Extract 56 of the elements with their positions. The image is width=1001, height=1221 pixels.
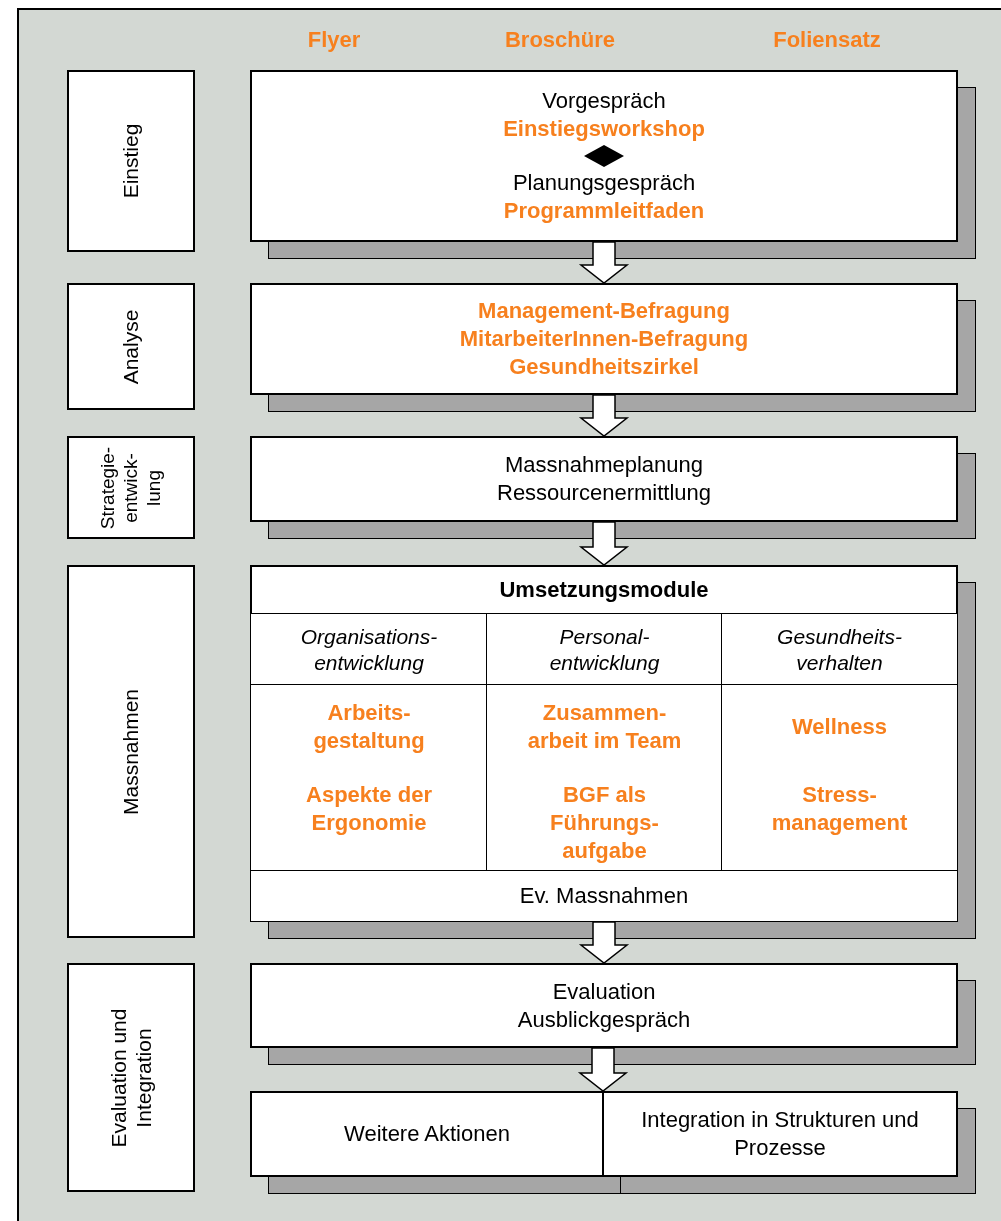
process-box (250, 70, 958, 242)
table-cell (250, 870, 958, 922)
block-arrow (578, 394, 630, 437)
phase-label: Einstieg (118, 122, 144, 201)
material-text: Gesundheitszirkel (509, 352, 699, 381)
block-arrow (578, 921, 630, 964)
step-text: Ressourcenermittlung (497, 479, 711, 507)
module-category: Organisations- entwicklung (299, 624, 439, 675)
step-text: Ausblickgespräch (517, 1005, 691, 1034)
process-box (250, 283, 958, 395)
material-text: Arbeits- gestaltung (312, 699, 426, 755)
material-label: Foliensatz (773, 27, 881, 53)
module-category: Personal- entwicklung (548, 624, 661, 675)
material-text: Management-Befragung (478, 297, 730, 326)
step-text: Planungsgespräch (512, 169, 696, 197)
block-arrow (578, 241, 630, 284)
material-label: Broschüre (505, 27, 615, 53)
step-text: Massnahmeplanung (504, 451, 704, 479)
material-text: Zusammen- arbeit im Team (526, 699, 683, 755)
block-arrow (577, 1047, 629, 1092)
material-text: Einstiegsworkshop (503, 115, 705, 143)
phase-label: Analyse (118, 308, 144, 386)
table-cell (721, 684, 958, 872)
material-text: Programmleitfaden (503, 196, 705, 225)
phase-box (67, 565, 195, 938)
step-text: Vorgespräch (542, 87, 666, 116)
material-text: BGF als Führungs- aufgabe (549, 781, 660, 865)
block-arrow (578, 521, 630, 566)
phase-label: Massnahmen (118, 687, 144, 817)
phase-box (67, 70, 195, 252)
process-box (250, 963, 958, 1048)
material-text: Stress- management (770, 781, 909, 837)
material-label: Flyer (307, 27, 361, 53)
module-heading: Umsetzungsmodule (499, 576, 709, 604)
process-box (250, 436, 958, 522)
step-text: Ev. Massnahmen (519, 882, 689, 910)
process-box (602, 1091, 958, 1177)
step-text: Evaluation (552, 977, 656, 1006)
phase-label: Evaluation und Integration (105, 1007, 156, 1149)
phase-label: Strategie- entwick- lung (96, 445, 165, 531)
phase-box (67, 283, 195, 410)
module-table (250, 565, 958, 922)
step-text: Integration in Strukturen und Prozesse (640, 1106, 920, 1162)
table-cell (486, 684, 723, 872)
table-cell (721, 613, 958, 686)
module-category: Gesundheits- verhalten (776, 624, 903, 675)
material-text: Aspekte der Ergonomie (305, 781, 433, 837)
phase-box (67, 436, 195, 539)
phase-box (67, 963, 195, 1192)
table-cell (486, 613, 723, 686)
table-cell (250, 613, 488, 686)
material-text: MitarbeiterInnen-Befragung (459, 325, 749, 353)
step-text: Weitere Aktionen (344, 1120, 510, 1148)
material-text: Wellness (792, 713, 887, 742)
process-box (250, 1091, 604, 1177)
table-cell (250, 684, 488, 872)
